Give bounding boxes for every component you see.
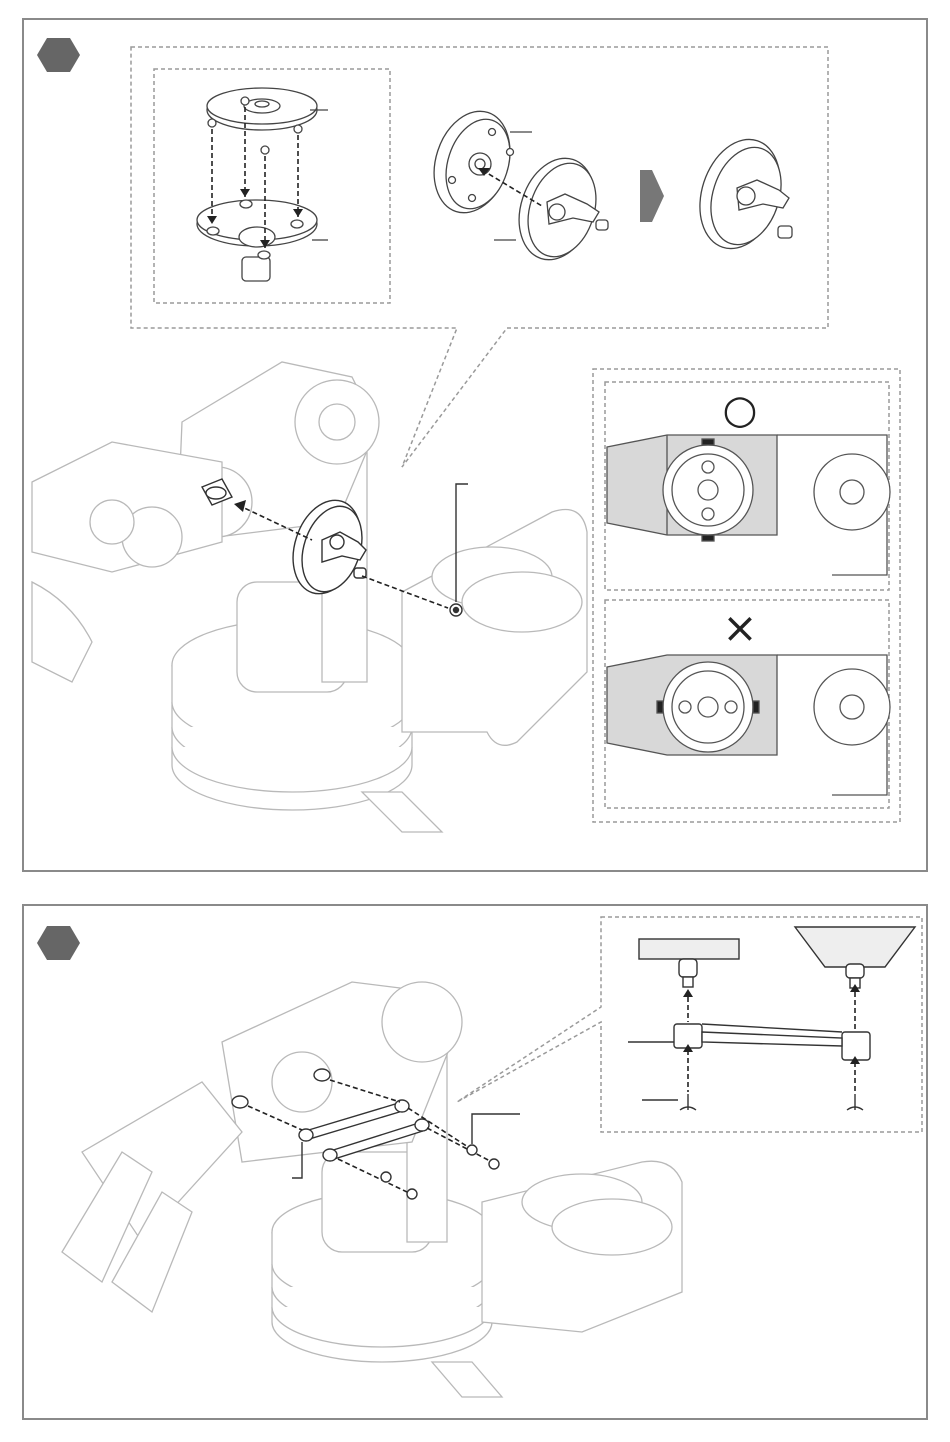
robot-arm-ghost (32, 362, 587, 832)
step-badge-1 (37, 38, 80, 72)
step-panel-1: ○ × (22, 18, 928, 872)
incorrect-orientation-view (607, 655, 890, 795)
step-badge-2 (37, 926, 80, 960)
step-panel-2-illustration (24, 906, 926, 1418)
incorrect-mark: × (722, 603, 757, 652)
correct-mark: ○ (723, 387, 758, 433)
link-rod-detail (628, 927, 915, 1110)
correct-orientation-view (607, 435, 890, 575)
gear-cover-exploded (197, 88, 328, 281)
assembled-horn (687, 129, 794, 259)
robot-arm-ghost-2 (62, 982, 682, 1397)
step-panel-2 (22, 904, 928, 1420)
arrow-next-icon (640, 170, 664, 222)
step-panel-1-illustration: ○ × (24, 20, 926, 870)
servo-horn-attach (422, 101, 608, 269)
